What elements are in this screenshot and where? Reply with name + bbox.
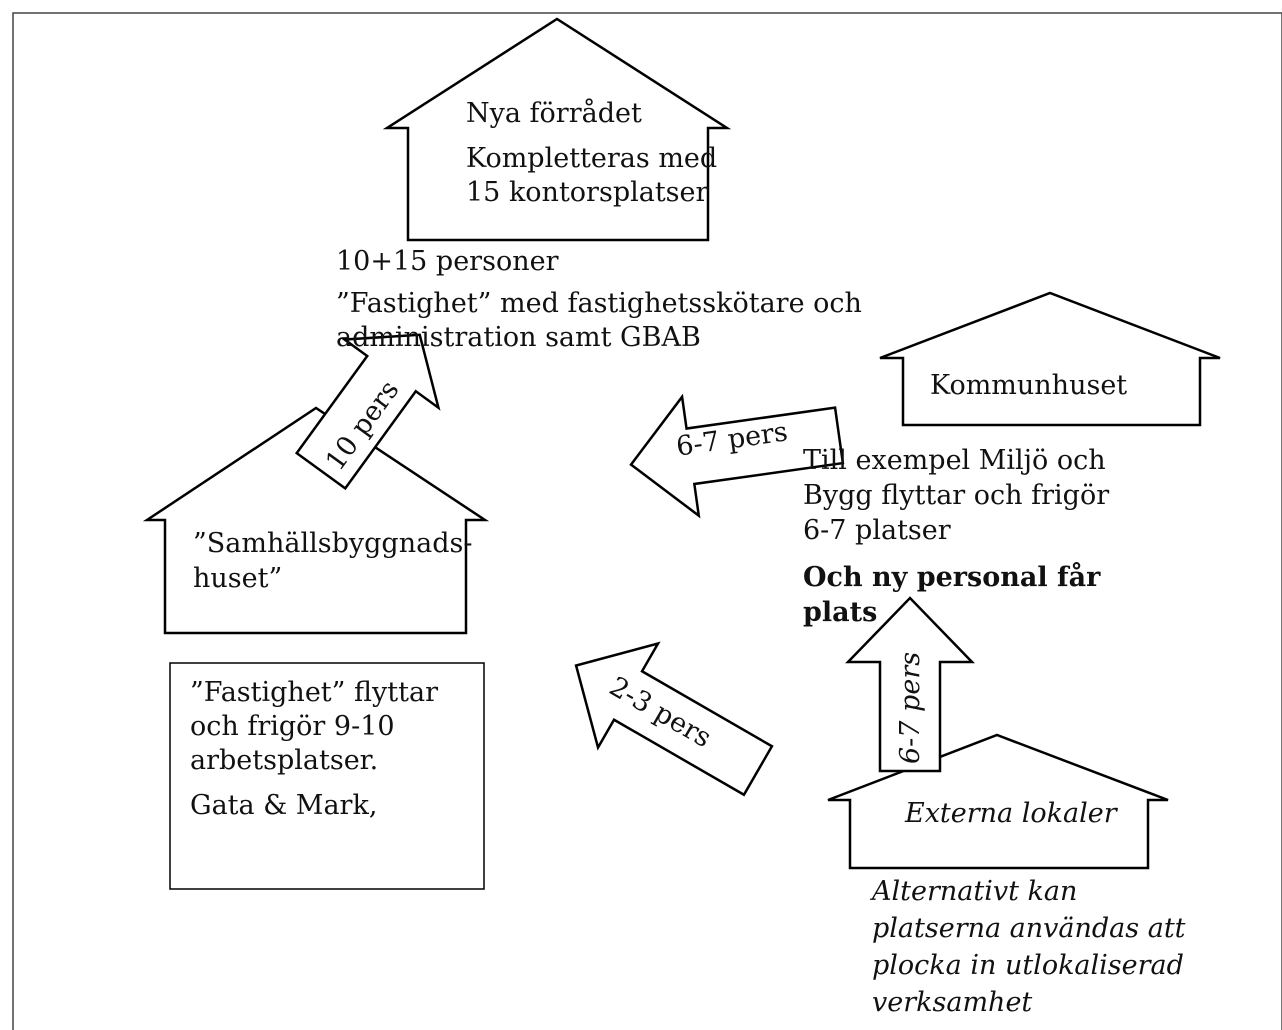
samhallsbyggnadshuset-title-2: huset” [193,563,283,594]
kommunhuset-bold-1: Och ny personal får [803,562,1101,593]
house-nya-forradet [382,17,732,242]
fastighet-note-2: administration samt GBAB [336,322,701,353]
arrow-to-forradet [294,333,441,491]
fastighet-box-line-1: ”Fastighet” flyttar [190,677,438,708]
kommunhuset-bold-2: plats [803,597,878,628]
externa-note-1: Alternativt kan [872,876,1078,907]
arrow-from-externa [574,641,774,797]
nya-forradet-note-2: 15 kontorsplatser [466,177,709,208]
fastighet-note-1: ”Fastighet” med fastighetsskötare och [336,288,862,319]
fastighet-box-line-2: och frigör 9-10 [190,711,395,742]
externa-lokaler-title: Externa lokaler [905,798,1117,829]
fastighet-box-line-4: Gata & Mark, [190,790,378,821]
fastighet-box [169,662,485,890]
arrow-to-kommunhuset [845,596,975,773]
fastighet-box-line-3: arbetsplatser. [190,745,379,776]
slide-border [12,12,1282,1030]
nya-forradet-title: Nya förrådet [466,98,642,129]
nya-forradet-note-1: Kompletteras med [466,143,718,174]
kommunhuset-title: Kommunhuset [930,370,1128,401]
fastighet-count: 10+15 personer [336,246,559,277]
externa-note-2: platserna användas att [872,913,1186,944]
house-kommunhuset [879,291,1221,427]
kommunhuset-note-3: 6-7 platser [803,515,951,546]
kommunhuset-note-1: Till exempel Miljö och [803,445,1106,476]
externa-note-3: plocka in utlokaliserad [872,950,1184,981]
externa-note-4: verksamhet [872,987,1033,1018]
arrow-from-kommunhuset [629,393,845,519]
kommunhuset-note-2: Bygg flyttar och frigör [803,480,1110,511]
house-samhallsbyggnadshuset [142,406,490,635]
arrow-to-kommunhuset-label: 6-7 pers [895,651,926,764]
samhallsbyggnadshuset-title-1: ”Samhällsbyggnads- [193,528,473,559]
